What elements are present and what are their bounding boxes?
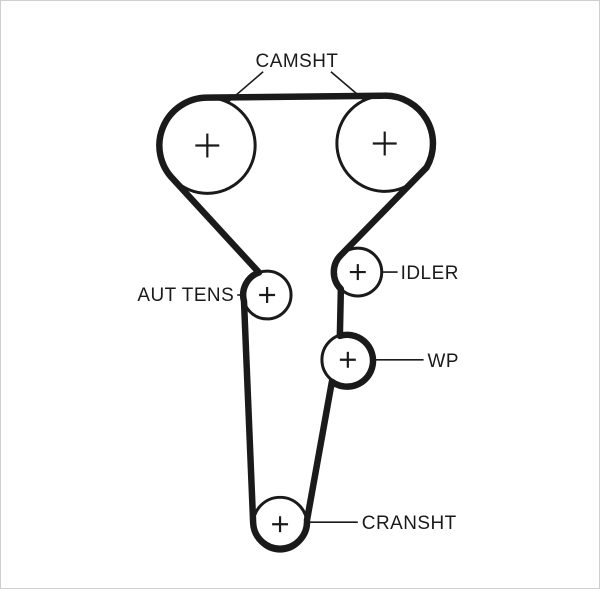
crankshaft-label: CRANSHT <box>362 513 457 534</box>
camshaft-leader-left <box>226 71 264 104</box>
water-pump-cross-icon <box>339 351 356 368</box>
labels: CAMSHT AUT TENS IDLER WP CRANSHT <box>137 51 459 534</box>
camshaft-leader-right <box>330 71 366 102</box>
camshaft-label: CAMSHT <box>256 51 339 72</box>
tensioner-cross-icon <box>259 287 276 303</box>
leader-lines <box>226 71 424 524</box>
tensioner-label: AUT TENS <box>137 285 234 306</box>
idler-label: IDLER <box>401 263 459 284</box>
crankshaft-cross-icon <box>272 516 289 533</box>
pulley-center-marks <box>195 131 397 533</box>
wp-label: WP <box>428 351 459 372</box>
pulleys <box>157 94 435 553</box>
idler-cross-icon <box>349 264 366 281</box>
cam-left-cross-icon <box>195 133 220 158</box>
timing-belt-path <box>156 92 437 552</box>
cam-right-cross-icon <box>372 131 397 156</box>
